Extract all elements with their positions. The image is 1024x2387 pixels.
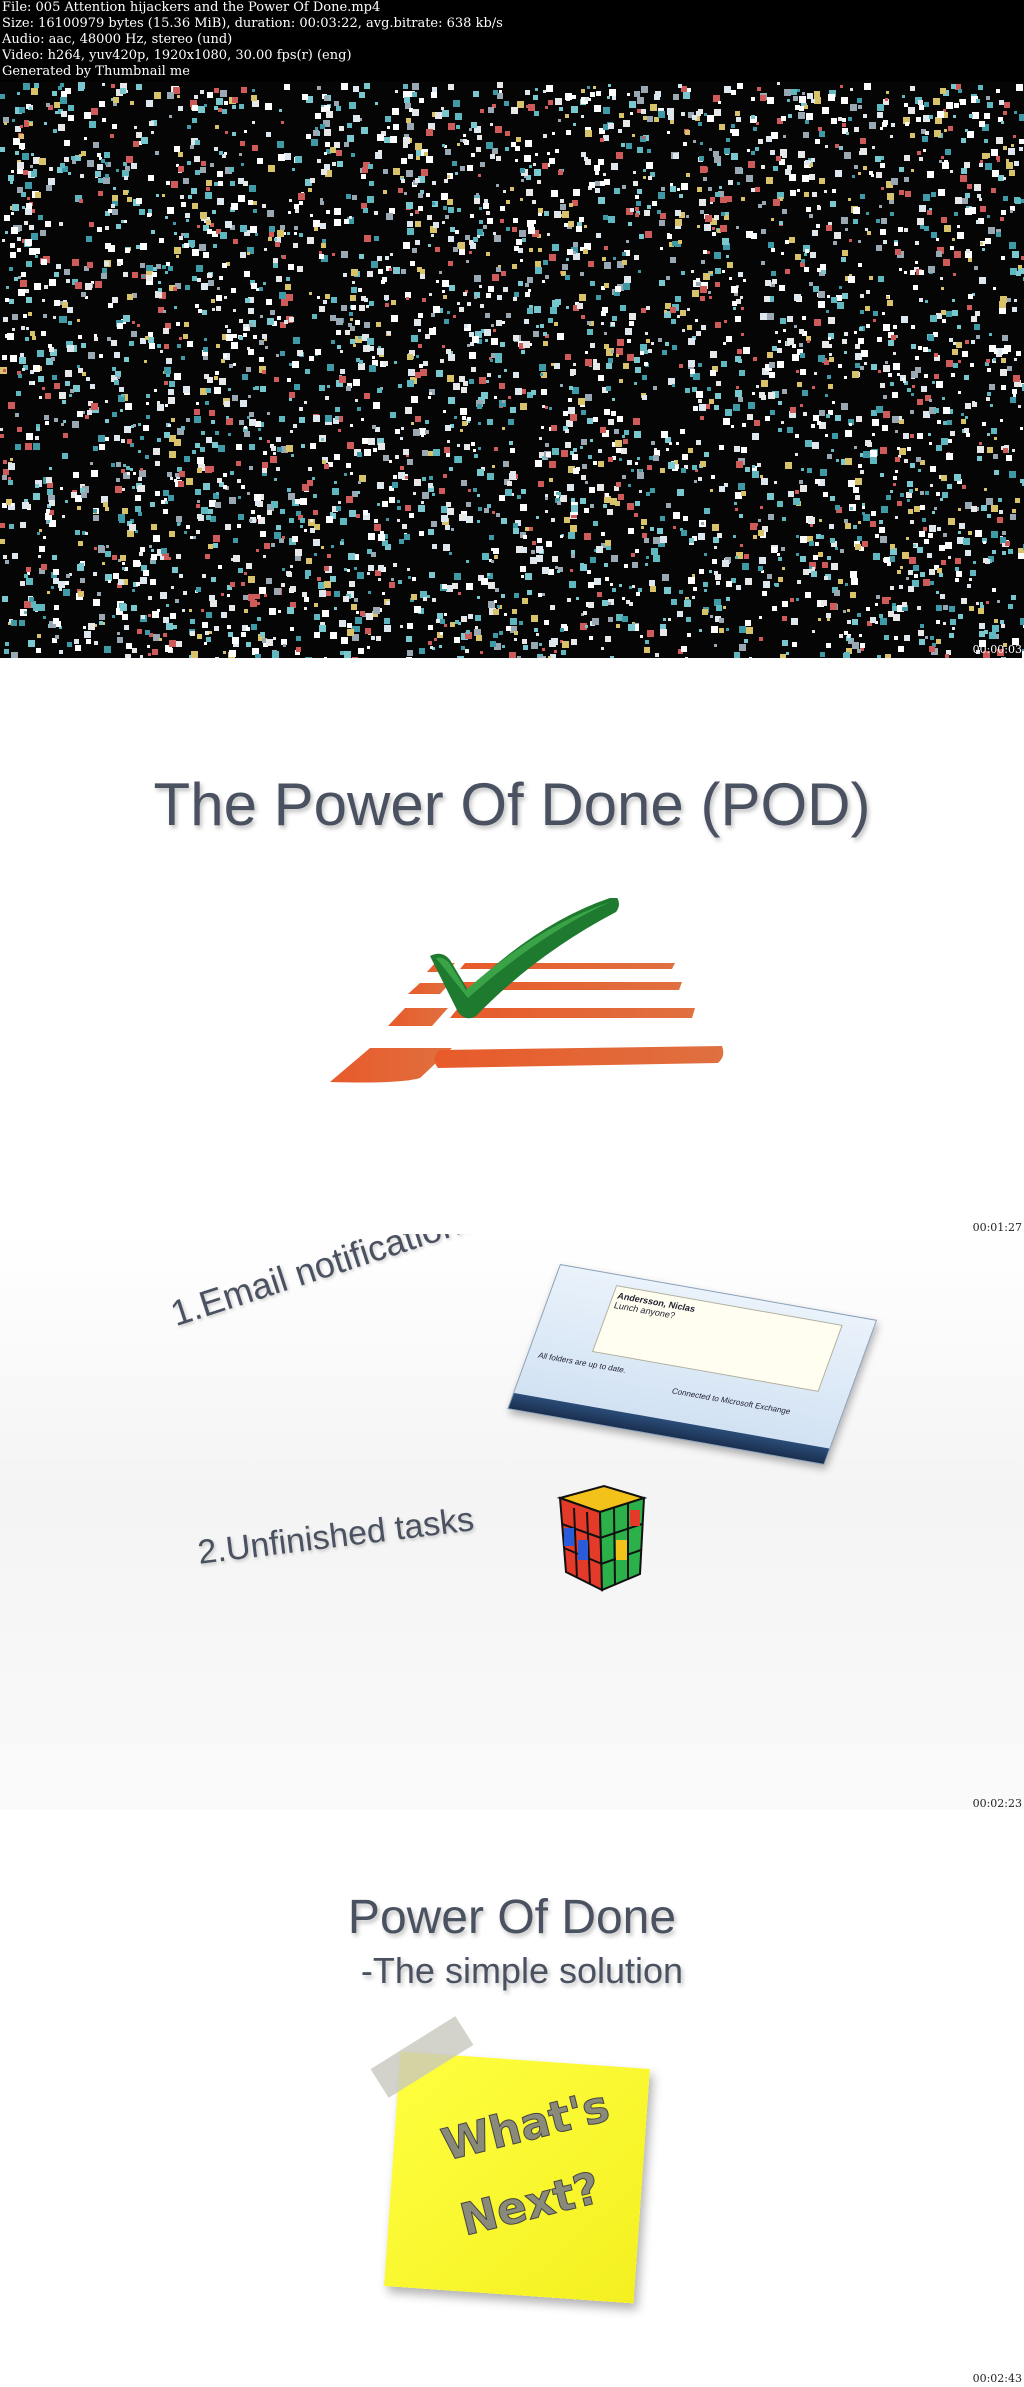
outlook-notification-popup: Andersson, Niclas Lunch anyone? All fold… [507, 1264, 878, 1465]
frame-timestamp: 00:02:43 [972, 2372, 1022, 2385]
file-name-line: File: 005 Attention hijackers and the Po… [2, 0, 381, 15]
pod-subtitle: -The simple solution [360, 1950, 684, 1991]
frame-timestamp: 00:02:23 [972, 1797, 1022, 1810]
pod-title: The Power Of Done (POD) [153, 771, 871, 838]
video-info-header: File: 005 Attention hijackers and the Po… [0, 0, 1024, 82]
frame-timestamp: 00:00:03 [972, 643, 1022, 656]
pod-title-small: Power Of Done [347, 1891, 677, 1944]
generator-line: Generated by Thumbnail me [2, 64, 190, 79]
frame-timestamp: 00:01:27 [972, 1221, 1022, 1234]
video-info-line: Video: h264, yuv420p, 1920x1080, 30.00 f… [2, 48, 352, 63]
sticky-note: What's Next? [384, 2051, 650, 2304]
taskbar [508, 1392, 830, 1464]
thumbnail-frame-2: The Power Of Done (POD) 00:01:27 [0, 658, 1024, 1234]
file-size-line: Size: 16100979 bytes (15.36 MiB), durati… [2, 16, 503, 31]
notification-toast: Andersson, Niclas Lunch anyone? [591, 1285, 843, 1392]
rubiks-cube-icon [556, 1484, 648, 1592]
thumbnail-frame-3: 1.Email notifications Andersson, Niclas … [0, 1234, 1024, 1810]
checklist-icon [330, 898, 724, 1083]
exchange-status: Connected to Microsoft Exchange [670, 1386, 792, 1417]
unfinished-tasks-label: 2.Unfinished tasks [195, 1500, 476, 1572]
static-noise-image [0, 82, 1024, 658]
thumbnail-frame-4: Power Of Done -The simple solution What'… [0, 1810, 1024, 2387]
email-notifications-label: 1.Email notifications [165, 1234, 483, 1335]
audio-info-line: Audio: aac, 48000 Hz, stereo (und) [2, 32, 233, 47]
sticky-note-line2: Next? [455, 2162, 606, 2247]
thumbnail-frame-1: 00:00:03 [0, 82, 1024, 658]
